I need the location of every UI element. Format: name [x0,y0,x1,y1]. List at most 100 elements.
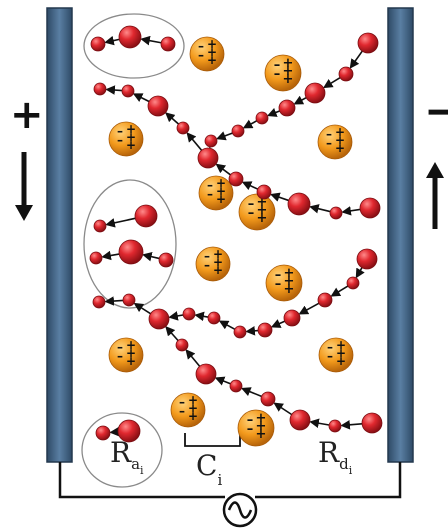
red-particle [229,379,243,393]
minus-sign: – [117,349,123,363]
ion-particle: ––+++ [189,36,225,72]
particle-layer [89,25,383,443]
minus-sign: – [247,422,254,437]
minus-sign: – [326,136,332,150]
cluster-ellipse-bottom [81,412,163,488]
plus-sign: + [284,282,295,297]
positive-sign: + [10,92,44,138]
link-arrow [298,302,320,315]
minus-sign: – [326,127,332,141]
minus-sign: – [274,58,281,73]
red-particle [289,409,311,431]
plus-sign: + [284,274,295,289]
link-arrow [133,302,151,315]
link-arrow [273,402,293,416]
ion-particle: ––+++ [238,193,276,231]
plus-sign: + [257,195,268,210]
link-arrow [104,296,124,306]
cluster-ellipse-middle [83,179,177,309]
plus-sign: + [256,411,267,426]
plus-sign: + [256,419,267,434]
plus-sign: + [207,37,217,51]
red-particle [304,82,326,104]
plus-sign: + [335,141,345,155]
label-c-i: Ci [196,449,222,489]
link-arrow [355,267,365,279]
minus-sign: – [117,340,123,354]
left-electrode [46,7,73,463]
red-particle [356,248,378,270]
plus-sign: + [257,203,268,218]
link-arrow [341,206,361,216]
red-particle [118,239,144,265]
ion-particle: ––+++ [195,246,231,282]
link-arrow [109,426,120,437]
plus-sign: + [126,130,136,144]
red-particle [255,111,269,125]
link-arrow [185,349,201,367]
ac-source-icon [222,492,258,528]
ion-particle: ––+++ [264,54,302,92]
plus-sign: + [213,247,223,261]
minus-sign: – [198,48,204,62]
minus-sign: – [274,67,281,82]
plus-sign: + [188,409,198,423]
minus-sign: – [275,268,282,283]
red-particle [175,338,189,352]
plus-sign: + [335,133,345,147]
red-particle [328,419,342,433]
link-arrow [165,112,180,125]
plus-sign: + [126,346,136,360]
capacitance-bracket [184,433,241,447]
link-arrow [267,107,280,117]
ion-particle: ––+++ [317,124,353,160]
plus-sign: + [188,401,198,415]
ion-particle: ––+++ [170,392,206,428]
ion-particle: ––+++ [198,175,234,211]
red-particle [359,197,381,219]
minus-sign: – [207,187,213,201]
plus-sign: + [213,263,223,277]
red-particle [158,252,174,268]
plus-sign: + [335,125,345,139]
red-particle [338,66,354,82]
right-electrode [387,7,414,463]
arrow-up-icon [426,162,444,229]
red-particle [182,307,196,321]
ion-particle: ––+++ [108,121,144,157]
link-arrow [340,420,363,430]
red-particle [207,311,221,325]
negative-sign: − [424,86,448,137]
minus-sign: – [248,197,255,212]
red-particle [195,363,217,385]
minus-sign: – [275,277,282,292]
plus-sign: + [126,338,136,352]
plus-sign: + [188,393,198,407]
red-particle [361,412,383,434]
link-arrow [194,311,209,322]
link-arrow [216,131,233,141]
link-arrow [105,217,136,228]
plus-sign: + [336,354,346,368]
minus-sign: – [204,249,210,263]
red-particle [287,192,311,216]
minus-sign: – [248,206,255,221]
plus-sign: + [336,338,346,352]
red-particle [204,134,218,148]
minus-sign: – [247,413,254,428]
red-particle [160,36,176,52]
link-arrow [293,95,307,105]
link-arrow [142,251,160,262]
plus-sign: + [216,176,226,190]
link-arrow [241,387,262,398]
minus-sign: – [327,340,333,354]
plus-sign: + [216,184,226,198]
red-particle [92,295,106,309]
red-particle [233,325,247,339]
red-particle [278,99,296,117]
plus-sign: + [207,53,217,67]
red-particle [329,206,343,220]
plus-sign: + [283,56,294,71]
minus-sign: – [117,124,123,138]
